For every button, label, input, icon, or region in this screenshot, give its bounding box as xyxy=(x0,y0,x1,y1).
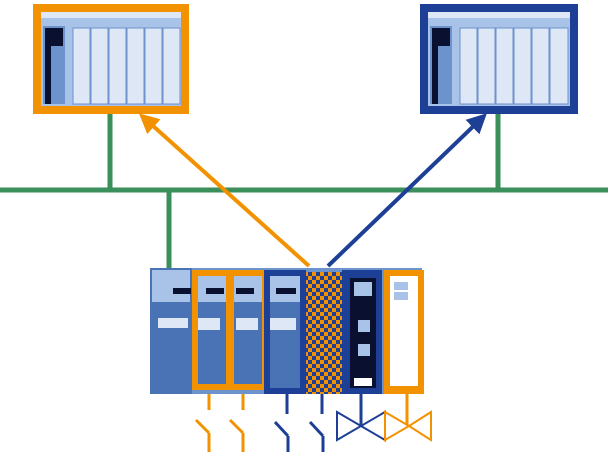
connections xyxy=(139,113,487,268)
io-module-orange-3 xyxy=(384,270,424,394)
valve-icon xyxy=(384,410,432,442)
valve-icon xyxy=(336,410,386,442)
rack-top-rail xyxy=(428,12,570,18)
controller-left[interactable] xyxy=(33,4,189,114)
cpu-strip xyxy=(432,46,438,104)
cpu-display xyxy=(432,28,450,46)
field-devices xyxy=(194,410,432,452)
distributed-io-station[interactable] xyxy=(150,268,424,394)
switch-icon xyxy=(194,418,211,452)
controller-left-slots xyxy=(72,27,181,105)
rack-top-rail xyxy=(41,12,181,18)
switch-icon xyxy=(273,420,290,452)
controller-right[interactable] xyxy=(420,4,578,114)
io-module-shared xyxy=(306,272,342,394)
controller-right-slots xyxy=(459,27,569,105)
arrow-blue-to-right-controller xyxy=(326,113,487,268)
network-bus xyxy=(0,114,608,270)
switch-icon xyxy=(308,420,325,452)
io-module-blue-2 xyxy=(342,270,382,394)
io-module-blue-1 xyxy=(264,270,306,394)
cpu-strip xyxy=(45,46,51,104)
cpu-display xyxy=(45,28,63,46)
switch-icon xyxy=(228,418,245,452)
io-module-orange-1 xyxy=(192,270,232,390)
io-module-orange-2 xyxy=(228,270,268,390)
arrow-orange-to-left-controller xyxy=(139,113,311,268)
field-wiring xyxy=(207,394,409,426)
interface-module xyxy=(150,268,192,394)
